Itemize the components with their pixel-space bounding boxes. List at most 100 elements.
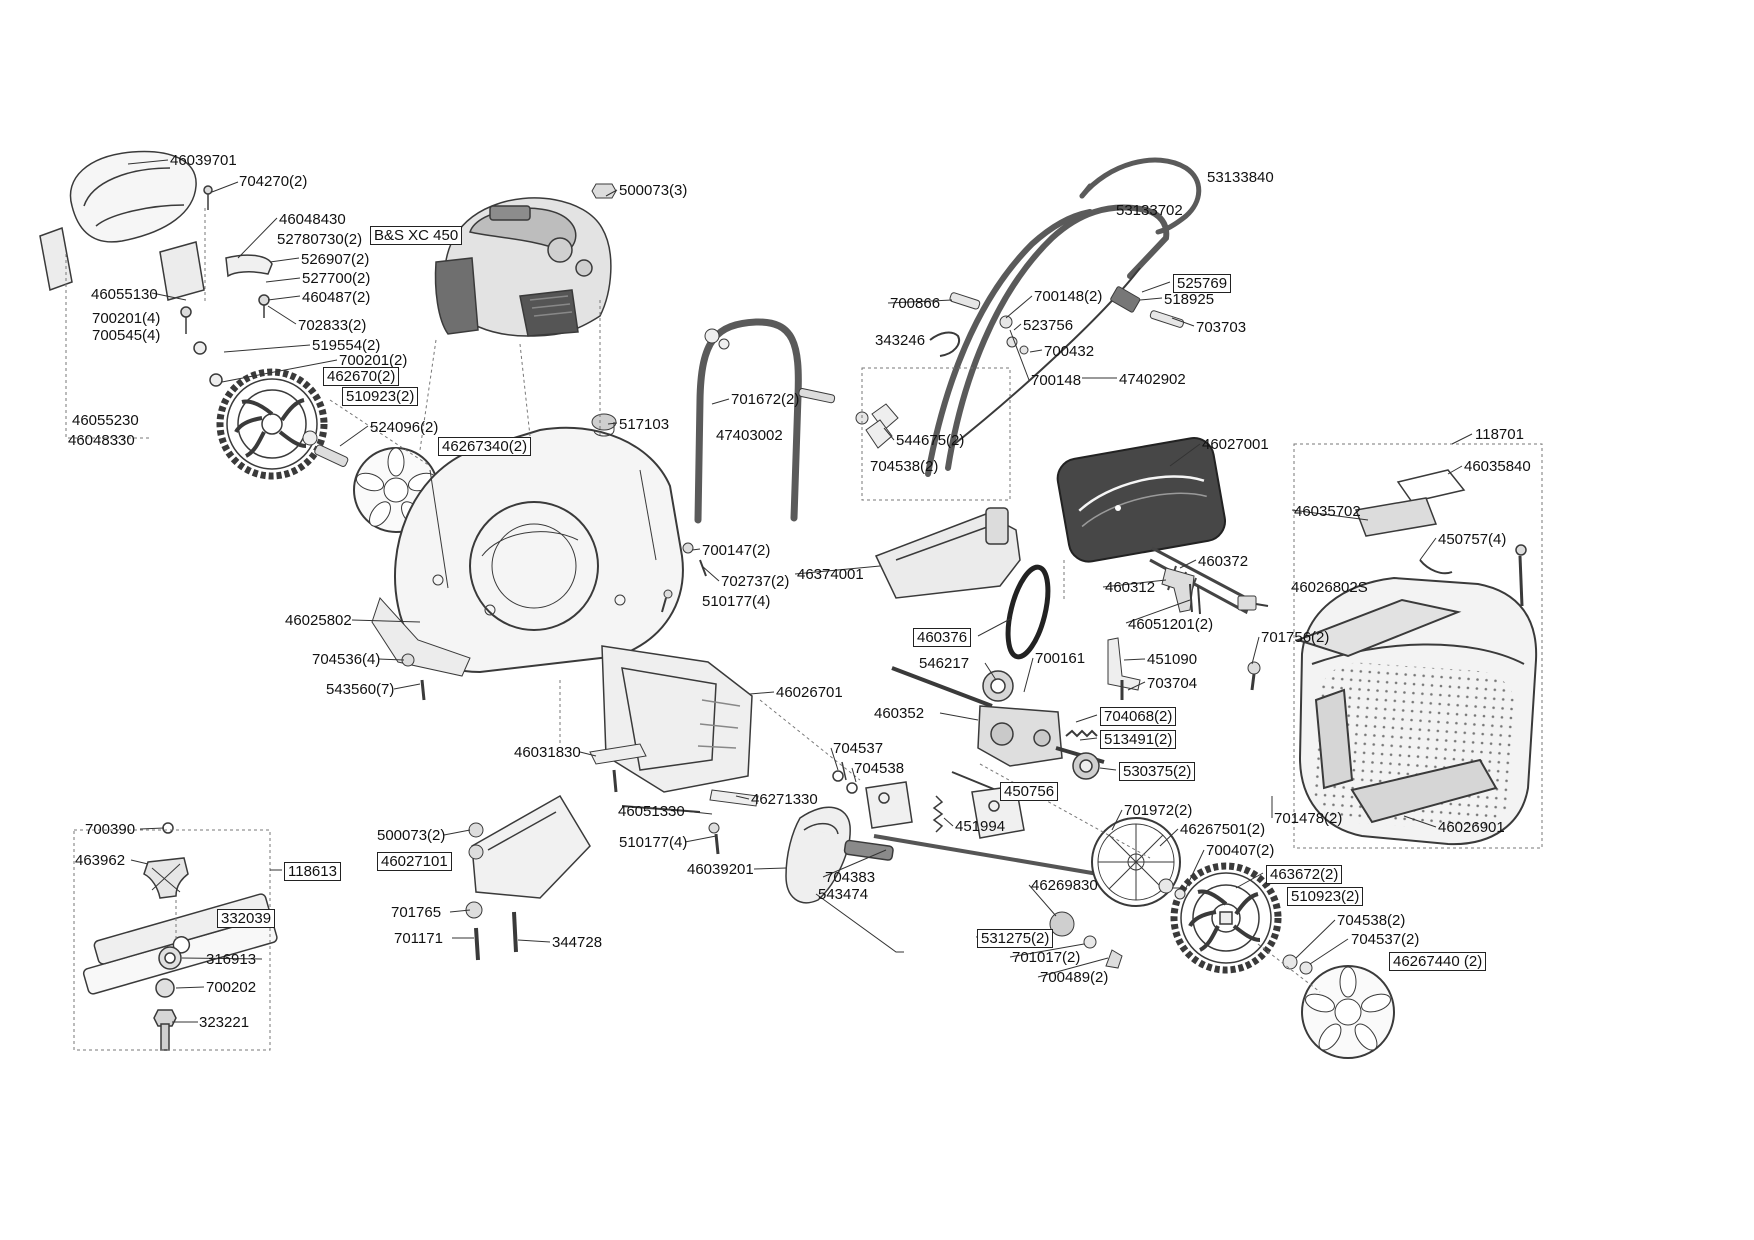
part-label: 527700(2) [302, 270, 371, 287]
part-label: 46027001 [1202, 436, 1269, 453]
part-label: 703704 [1147, 675, 1198, 692]
part-label: 451090 [1147, 651, 1198, 668]
part-label: 700201(2) [339, 352, 408, 369]
part-label: 46051330 [618, 803, 685, 820]
part-label: 701478(2) [1274, 810, 1343, 827]
bag-frame-drawing [874, 507, 1021, 599]
part-label: 703703 [1196, 319, 1247, 336]
part-label: 704538(2) [870, 458, 939, 475]
front-wheel-drawing [216, 368, 328, 480]
part-label: 701171 [394, 930, 443, 947]
part-label: 700201(4) [92, 310, 161, 327]
part-label: 46267340(2) [438, 437, 532, 456]
part-label: 704068(2) [1100, 707, 1177, 726]
part-label: 543474 [818, 886, 869, 903]
part-label: 46035840 [1464, 458, 1531, 475]
part-label: 531275(2) [977, 929, 1054, 948]
grass-bag-drawing [1056, 437, 1226, 563]
upper-handle-drawing [925, 204, 1170, 477]
part-label: 344728 [552, 934, 603, 951]
part-label: 544675(2) [896, 432, 965, 449]
part-label: 530375(2) [1119, 762, 1196, 781]
part-label: 46035702 [1294, 503, 1361, 520]
part-label: 46055130 [91, 286, 158, 303]
part-label: 702833(2) [298, 317, 367, 334]
part-label: 525769 [1173, 274, 1232, 293]
part-label: 463962 [75, 852, 126, 869]
part-label: 118613 [284, 862, 341, 881]
part-label: 460312 [1105, 579, 1156, 596]
belt-drawing [1005, 564, 1051, 660]
part-label: 46039201 [687, 861, 754, 878]
part-label: 46031830 [514, 744, 581, 761]
handle-bolt-drawing [704, 328, 836, 404]
part-label: 701765 [391, 904, 442, 921]
engine-drawing [434, 197, 612, 337]
part-label: 52780730(2) [277, 231, 363, 248]
spoked-wheel-drawing [1091, 817, 1181, 907]
part-label: 701672(2) [731, 391, 800, 408]
part-label: 53133702 [1116, 202, 1183, 219]
part-label: 700147(2) [702, 542, 771, 559]
part-label: 451994 [955, 818, 1006, 835]
part-label: 46055230 [72, 412, 139, 429]
part-label: 323221 [199, 1014, 250, 1031]
part-label: B&S XC 450 [370, 226, 463, 245]
part-label: 460372 [1198, 553, 1249, 570]
lower-guard-drawing [471, 794, 591, 899]
part-label: 704538(2) [1337, 912, 1406, 929]
wheel-hardware-drawing [1049, 878, 1313, 975]
part-label: 701017(2) [1012, 949, 1081, 966]
part-label: 700390 [85, 821, 136, 838]
part-label: 46026901 [1438, 819, 1505, 836]
part-label: 46051201(2) [1128, 616, 1214, 633]
part-label: 546217 [919, 655, 970, 672]
part-label: 450757(4) [1438, 531, 1507, 548]
part-label: 510923(2) [342, 387, 419, 406]
bracket-drawing [589, 743, 647, 793]
rear-axle-drawing [873, 834, 1099, 876]
part-label: 526907(2) [301, 251, 370, 268]
part-label: 46026701 [776, 684, 843, 701]
part-label: 47402902 [1119, 371, 1186, 388]
part-label: 701756(2) [1261, 629, 1330, 646]
handle-cover-drawing [39, 150, 273, 387]
part-label: 700148(2) [1034, 288, 1103, 305]
part-label: 704537(2) [1351, 931, 1420, 948]
part-label: 450756 [1000, 782, 1059, 801]
part-label: 700161 [1035, 650, 1086, 667]
part-label: 463672(2) [1266, 865, 1343, 884]
construction-lines [65, 208, 1543, 1051]
part-label: 702737(2) [721, 573, 790, 590]
part-label: 460487(2) [302, 289, 371, 306]
part-label: 47403002 [716, 427, 783, 444]
part-label: 519554(2) [312, 337, 381, 354]
part-label: 510177(4) [619, 834, 688, 851]
deck-hardware-drawing [401, 542, 759, 961]
part-label: 523756 [1023, 317, 1074, 334]
rear-housing-drawing [1294, 559, 1538, 846]
part-label: 46271330 [751, 791, 818, 808]
discharge-boot-drawing [785, 806, 894, 904]
part-label: 700432 [1044, 343, 1095, 360]
part-label: 462670(2) [323, 367, 400, 386]
part-label: 118701 [1475, 426, 1524, 443]
part-label: 700148 [1031, 372, 1082, 389]
part-label: 46374001 [797, 566, 864, 583]
part-label: 701972(2) [1124, 802, 1193, 819]
part-label: 517103 [619, 416, 670, 433]
leader-lines [127, 159, 1473, 1023]
handle-hardware-drawing [855, 286, 1185, 449]
part-label: 460352 [874, 705, 925, 722]
part-label: 704537 [833, 740, 884, 757]
part-label: 46269830 [1031, 877, 1098, 894]
part-label: 460376 [913, 628, 972, 647]
part-label: 332039 [217, 909, 276, 928]
part-label: 46048330 [68, 432, 135, 449]
part-label: 700866 [890, 295, 941, 312]
part-label: 518925 [1164, 291, 1215, 308]
part-label: 46027101 [377, 852, 452, 871]
part-label: 53133840 [1207, 169, 1274, 186]
